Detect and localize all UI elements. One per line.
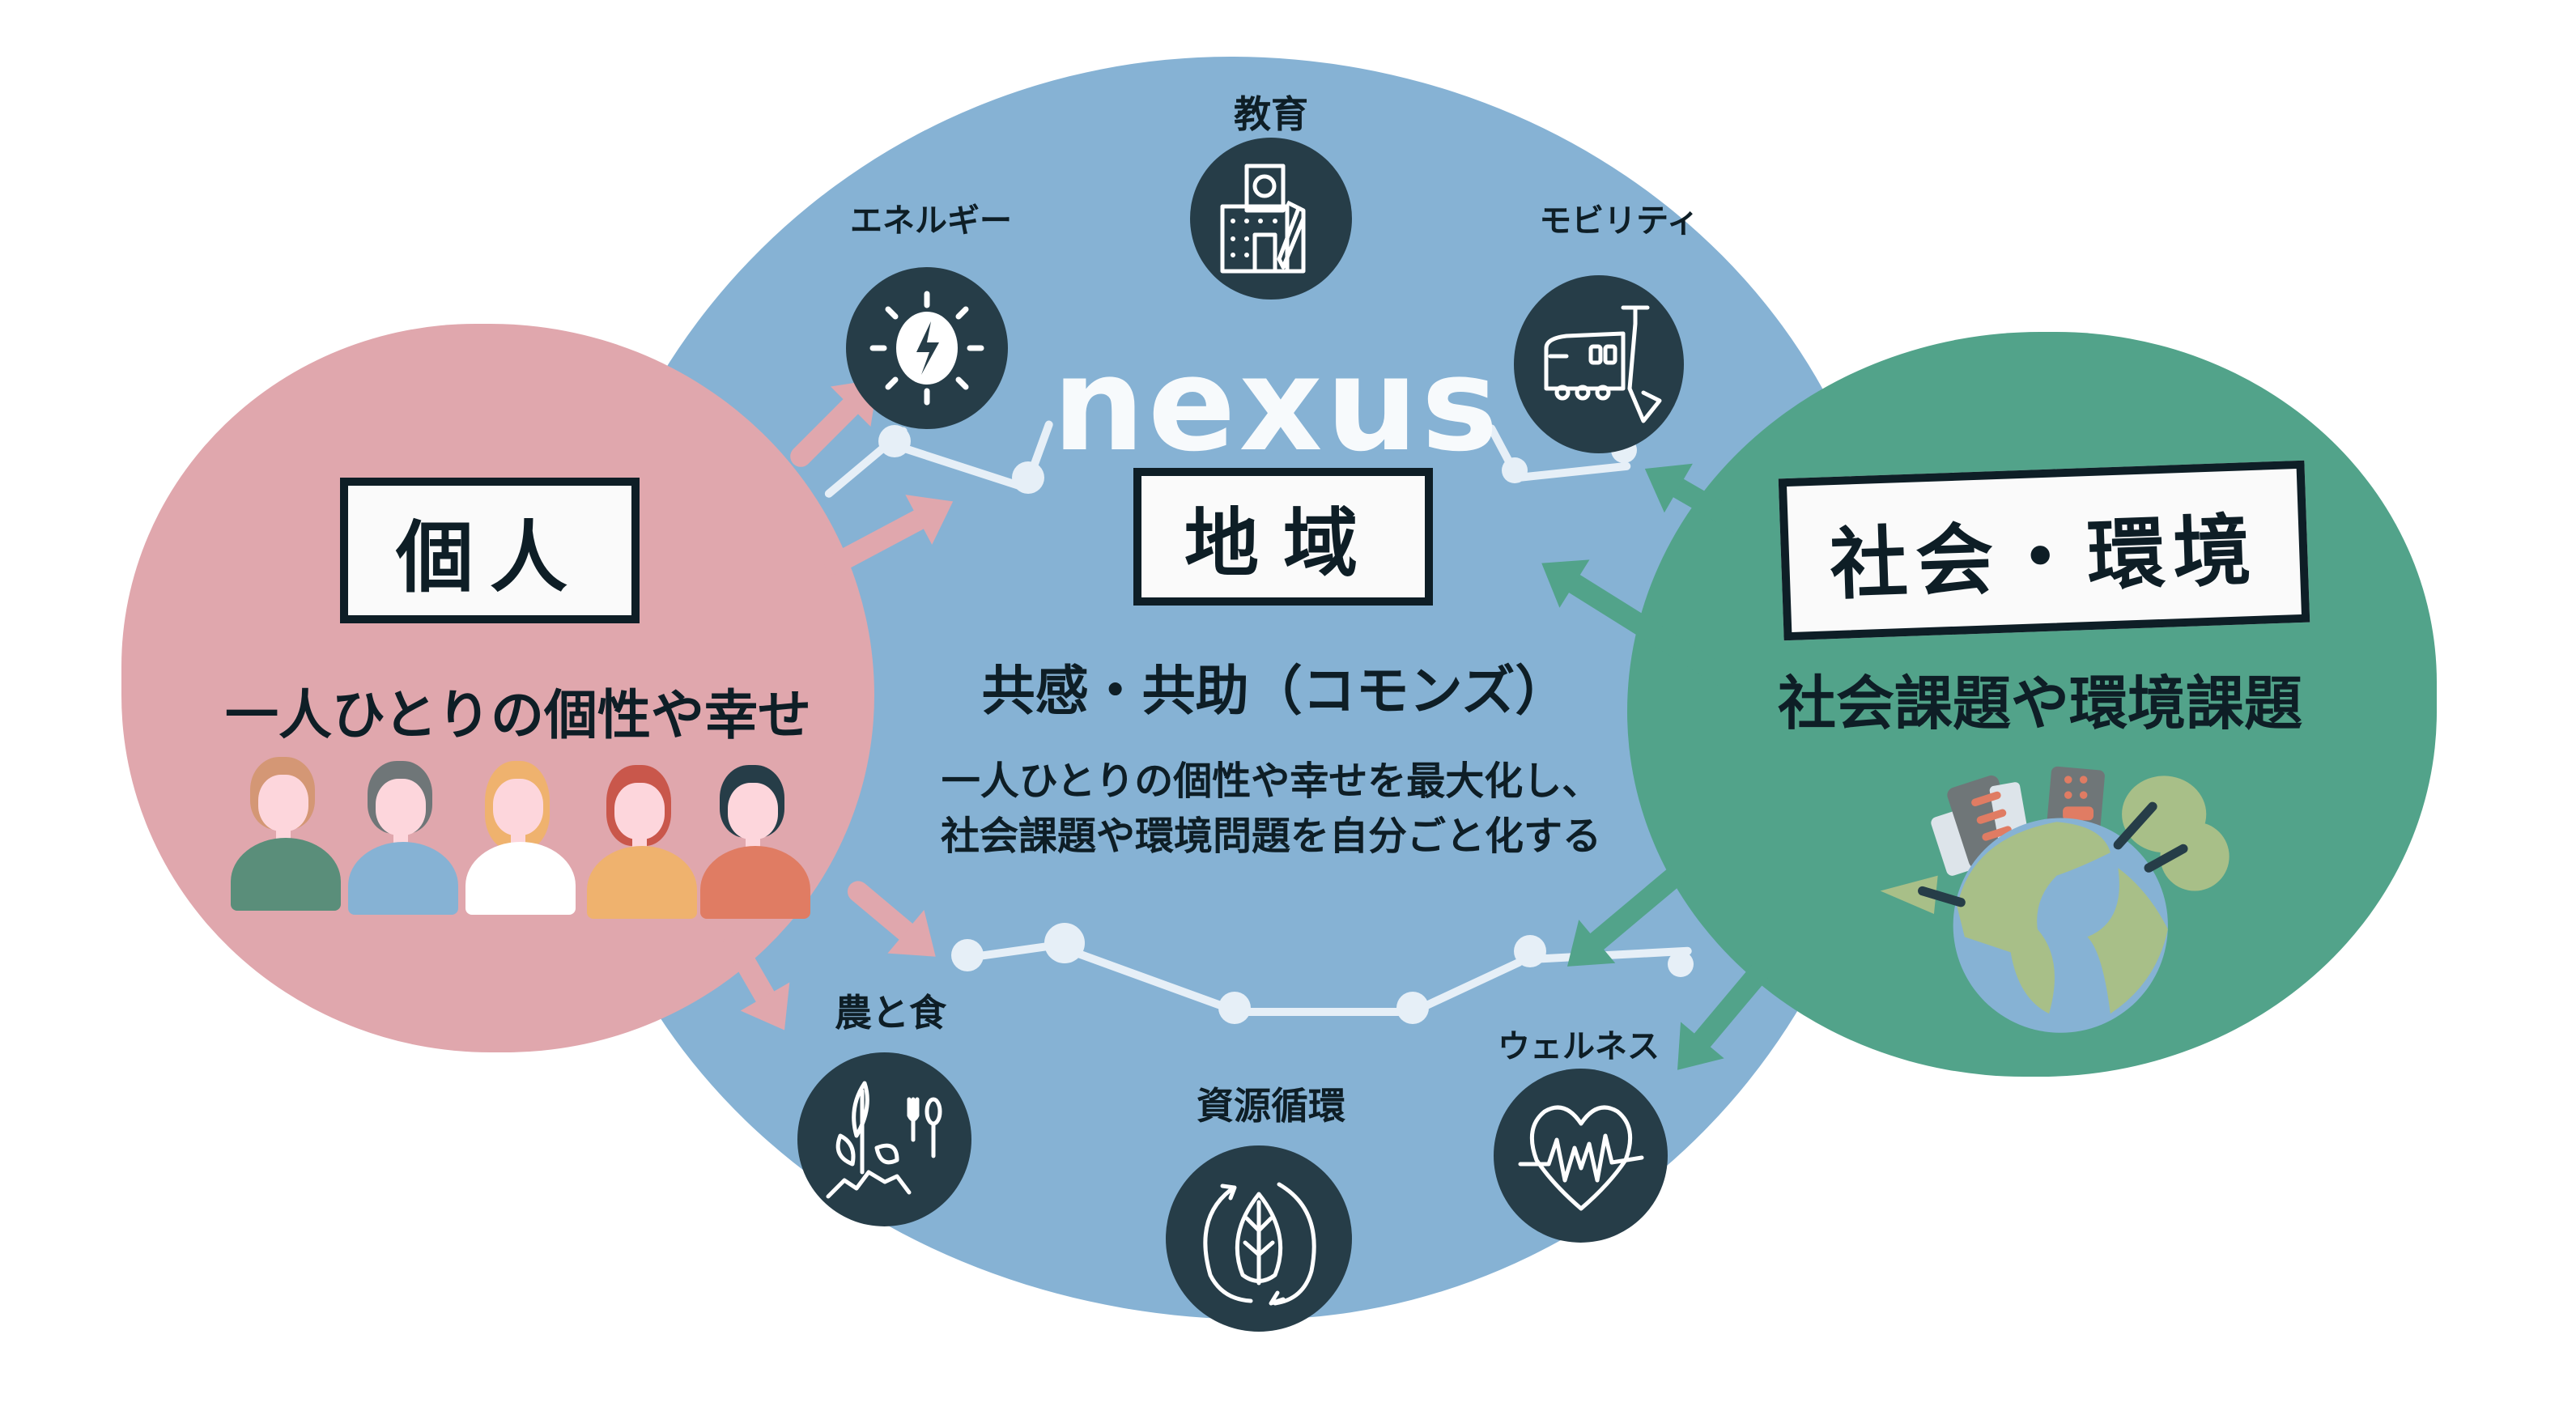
community-subtitle: 共感・共助（コモンズ）	[981, 660, 1569, 722]
domain-label: ウェルネス	[1498, 1028, 1660, 1065]
society-title-box: 社会・環境	[1778, 460, 2310, 641]
individual-subtitle: 一人ひとりの個性や幸せ	[224, 684, 812, 746]
individual-title-box: 個人	[340, 478, 640, 623]
earth-illustration-icon	[1870, 753, 2259, 1044]
lightning-sun-icon	[846, 267, 1008, 429]
community-title-box: 地域	[1133, 468, 1433, 606]
community-description-line2: 社会課題や環境問題を自分ごと化する	[940, 814, 1601, 859]
person-4	[587, 765, 700, 919]
domain-label: 資源循環	[1197, 1084, 1345, 1128]
society-title: 社会・環境	[1828, 504, 2261, 610]
domain-label: 教育	[1234, 92, 1308, 136]
plant-cutlery-icon	[797, 1052, 971, 1226]
community-description-line1: 一人ひとりの個性や幸せを最大化し、	[941, 759, 1601, 804]
domain-label: 農と食	[835, 991, 946, 1035]
person-1	[231, 757, 344, 911]
person-2	[348, 761, 461, 915]
domain-label: モビリティ	[1539, 202, 1699, 240]
heartbeat-icon	[1494, 1069, 1668, 1243]
region-individual-circle	[121, 324, 874, 1052]
society-subtitle: 社会課題や環境課題	[1777, 669, 2302, 737]
person-3	[465, 761, 579, 915]
domain-label: エネルギー	[850, 202, 1012, 240]
individual-title: 個人	[396, 512, 584, 603]
community-title: 地域	[1184, 499, 1382, 587]
bus-scooter-icon	[1514, 275, 1684, 453]
person-5	[700, 765, 814, 919]
school-building-icon	[1190, 138, 1352, 300]
nexus-logo: nexus	[1052, 329, 1502, 480]
recycle-leaf-icon	[1166, 1145, 1352, 1332]
